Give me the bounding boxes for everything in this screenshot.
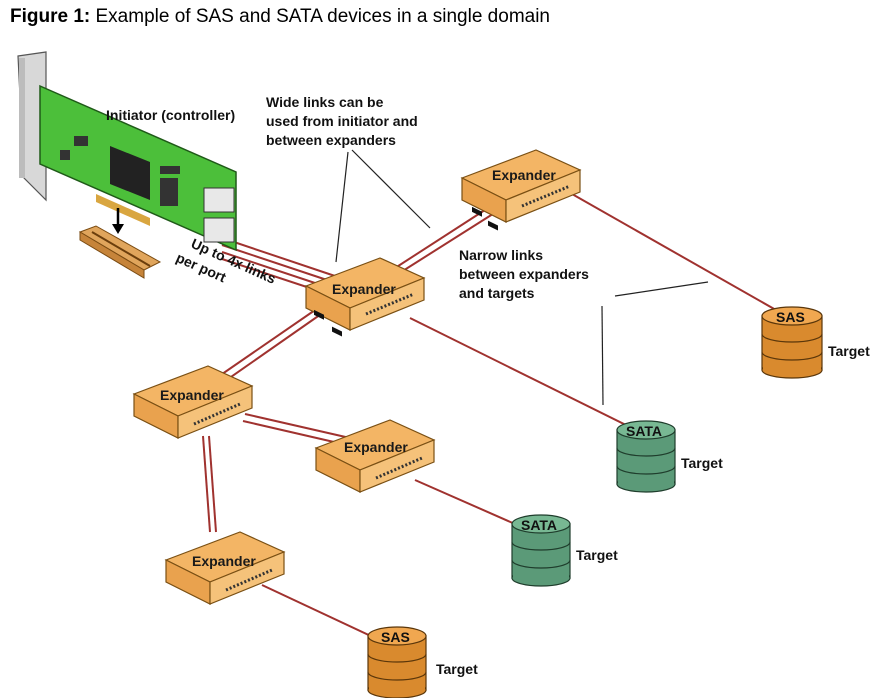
expander-top-port-b <box>488 220 498 231</box>
expander-lower-label: Expander <box>192 553 256 569</box>
sas-drive-ring-2 <box>761 351 823 361</box>
target-sas-bottom: SAS Target <box>367 626 478 698</box>
expander-lower: Expander <box>164 531 286 605</box>
card-chip-main <box>110 146 150 200</box>
wide-link-left-2 <box>217 311 325 387</box>
wide-link-top-2 <box>397 211 497 275</box>
target-sata-mid-type: SATA <box>521 517 557 533</box>
callout-wide-1 <box>335 151 349 263</box>
wide-link-lower-2 <box>208 435 217 533</box>
expander-central-port-b <box>332 326 342 337</box>
narrow-link-sas-top <box>564 189 791 319</box>
expander-middle-ports <box>375 456 423 480</box>
sas-drive-top <box>761 306 823 326</box>
expander-left-ports <box>193 402 241 426</box>
target-sata-right-type: SATA <box>626 423 662 439</box>
expander-top: Expander <box>460 149 582 231</box>
sata-drive-fill <box>618 458 674 484</box>
narrow-links-line1: Narrow links <box>459 247 543 263</box>
narrow-links-line2: between expanders <box>459 266 589 282</box>
expander-central-right-face <box>349 277 425 331</box>
down-arrow-icon <box>112 224 124 234</box>
sata-drive-ring-2 <box>616 465 676 475</box>
figure-title-bold: Figure 1: <box>10 6 91 27</box>
callout-wide-2 <box>351 149 431 229</box>
wide-link-top-1 <box>391 207 489 271</box>
callout-narrow-2 <box>601 305 604 406</box>
wide-link-initiator-3 <box>221 251 331 289</box>
expander-top-ports <box>521 184 571 208</box>
sas-drive-ring-1 <box>761 333 823 343</box>
expander-top-port-a <box>472 206 482 217</box>
expander-middle-right-face <box>359 439 435 493</box>
wide-links-line3: between expanders <box>266 132 396 148</box>
card-chip-4 <box>74 136 88 146</box>
expander-central: Expander <box>304 257 426 337</box>
narrow-link-sata-right <box>409 317 641 433</box>
expander-left-right-face <box>177 385 253 439</box>
figure-title-text: Example of SAS and SATA devices in a sin… <box>90 6 551 27</box>
card-port-2 <box>203 217 235 243</box>
wide-links-line1: Wide links can be <box>266 94 384 110</box>
card-chip-5 <box>60 150 70 160</box>
initiator-label: Initiator (controller) <box>106 107 235 123</box>
target-sas-top-type: SAS <box>776 309 805 325</box>
card-chip-3 <box>160 166 180 174</box>
target-sata-right-label: Target <box>681 455 723 471</box>
figure-title: Figure 1: Example of SAS and SATA device… <box>10 6 550 28</box>
target-sata-mid-label: Target <box>576 547 618 563</box>
expander-top-label: Expander <box>492 167 556 183</box>
sas-drive-top <box>367 626 427 646</box>
target-sata-mid: SATA Target <box>511 514 618 587</box>
callout-lines <box>335 149 709 406</box>
sas-drive-ring-1 <box>367 653 427 663</box>
sata-drive-ring-1 <box>511 541 571 551</box>
wide-link-initiator-1 <box>221 237 336 277</box>
wide-link-left-1 <box>211 307 319 382</box>
expander-lower-right-face <box>209 551 285 605</box>
expander-middle-label: Expander <box>344 439 408 455</box>
target-sas-top-label: Target <box>828 343 870 359</box>
expander-top-right-face <box>505 169 581 223</box>
sata-drive-top <box>511 514 571 534</box>
sas-drive-ring-2 <box>367 671 427 681</box>
expander-central-ports <box>365 292 415 316</box>
wide-link-mid-2 <box>242 420 348 446</box>
wide-link-mid-1 <box>244 413 351 439</box>
sas-drive-fill <box>763 344 821 370</box>
card-bracket-edge <box>19 58 25 178</box>
sata-drive-top <box>616 420 676 440</box>
wide-links-line2: used from initiator and <box>266 113 418 129</box>
card-edge-connector <box>96 194 150 226</box>
wide-link-lower-1 <box>202 435 211 533</box>
card-chip-2 <box>160 178 178 206</box>
expander-central-label: Expander <box>332 281 396 297</box>
target-sas-top: SAS Target <box>761 306 870 379</box>
target-sas-bottom-label: Target <box>436 661 478 677</box>
target-sas-bottom-type: SAS <box>381 629 410 645</box>
expander-left: Expander <box>132 365 254 439</box>
wide-link-initiator-2 <box>221 244 334 283</box>
sata-drive-ring-2 <box>511 559 571 569</box>
initiator-card <box>17 51 237 279</box>
sas-drive-fill <box>369 664 425 690</box>
expander-lower-ports <box>225 568 273 592</box>
target-sata-right: SATA Target <box>616 420 723 493</box>
sata-drive-fill <box>513 552 569 578</box>
pcie-slot-groove <box>91 231 151 267</box>
sata-drive-ring-1 <box>616 447 676 457</box>
expander-central-port-a <box>314 309 324 320</box>
expander-middle: Expander <box>314 419 436 493</box>
callout-narrow-1 <box>614 281 709 297</box>
expander-left-label: Expander <box>160 387 224 403</box>
card-port-1 <box>203 187 235 213</box>
pcie-slot-front <box>79 231 145 279</box>
narrow-links-line3: and targets <box>459 285 535 301</box>
